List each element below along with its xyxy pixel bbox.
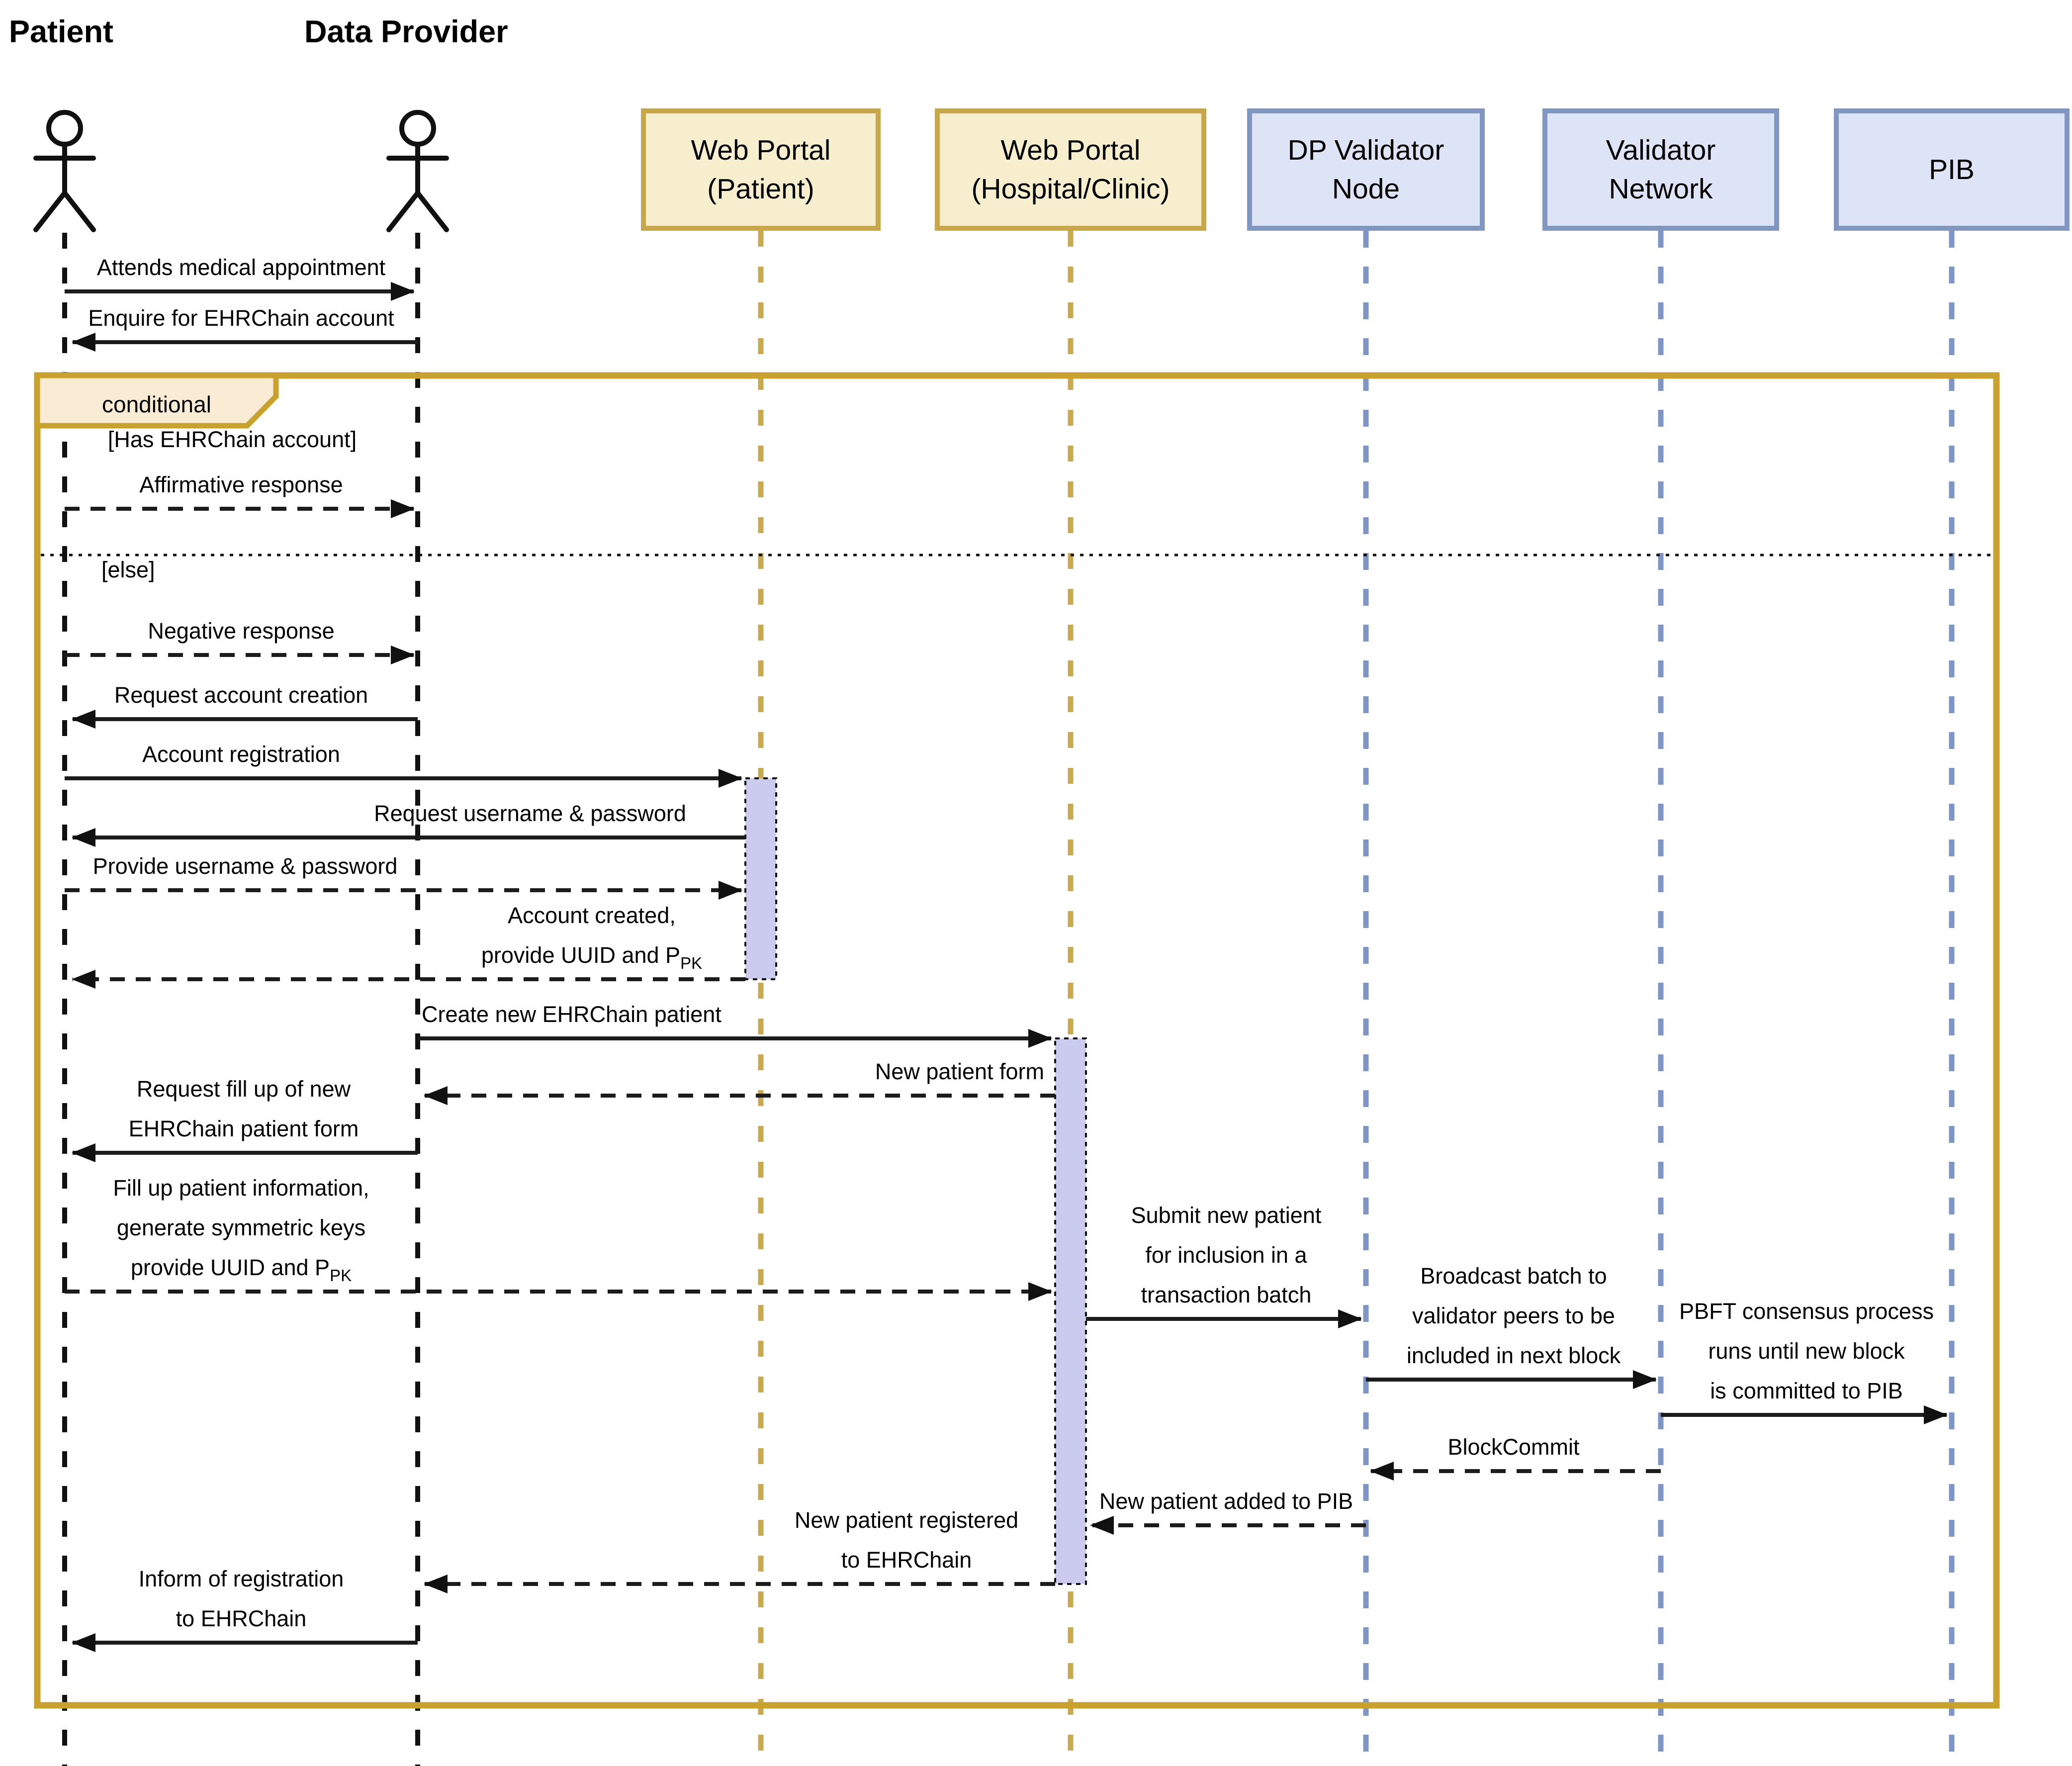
participant-web-portal-hospital: Web Portal (Hospital/Clinic) <box>935 108 1206 231</box>
message-label-fill-up: Fill up patient information, generate sy… <box>113 1175 369 1285</box>
message-label-new-patient-form: New patient form <box>875 1059 1044 1084</box>
message-label-affirmative: Affirmative response <box>139 472 343 497</box>
participant-validator-network: Validator Network <box>1542 108 1779 231</box>
participant-pib: PIB <box>1834 108 2070 231</box>
message-label-negative: Negative response <box>148 618 335 644</box>
actor-figure-data-provider <box>386 110 449 232</box>
participant-label: Validator <box>1606 134 1716 166</box>
message-label-request-account: Request account creation <box>114 682 368 708</box>
fragment-frame <box>34 372 2000 1709</box>
actor-figure-patient <box>33 110 96 232</box>
message-label-request-fill: Request fill up of new EHRChain patient … <box>128 1076 359 1141</box>
participant-web-portal-patient: Web Portal (Patient) <box>641 108 881 231</box>
participant-label: Network <box>1609 173 1713 205</box>
participant-dp-validator-node: DP Validator Node <box>1247 108 1485 231</box>
message-label-request-credentials: Request username & password <box>374 801 686 826</box>
participant-label: (Hospital/Clinic) <box>971 173 1170 205</box>
fragment-guard-if: [Has EHRChain account] <box>107 427 357 452</box>
message-label-broadcast: Broadcast batch to validator peers to be… <box>1406 1263 1621 1368</box>
fragment-operator-label: conditional <box>102 391 211 417</box>
message-label-patient-registered: New patient registered to EHRChain <box>794 1507 1019 1573</box>
actor-label-data-provider: Data Provider <box>304 14 508 49</box>
activation-web-portal-patient <box>744 777 777 980</box>
participant-label: Web Portal <box>691 134 831 166</box>
message-label-create-patient: Create new EHRChain patient <box>422 1002 721 1027</box>
activation-web-portal-hospital <box>1054 1037 1087 1585</box>
message-label-inform: Inform of registration to EHRChain <box>138 1566 344 1631</box>
message-label-provide-credentials: Provide username & password <box>92 853 398 879</box>
participant-label: PIB <box>1929 154 1975 186</box>
message-label-patient-added: New patient added to PIB <box>1099 1488 1353 1514</box>
participant-label: Web Portal <box>1000 134 1141 166</box>
message-label-account-created: Account created, provide UUID and PPK <box>481 903 703 972</box>
actor-label-patient: Patient <box>9 14 114 49</box>
participant-label: (Patient) <box>707 173 814 205</box>
message-label-block-commit: BlockCommit <box>1447 1434 1580 1460</box>
message-label-account-registration: Account registration <box>142 742 340 767</box>
message-label-submit-patient: Submit new patient for inclusion in a tr… <box>1131 1203 1322 1307</box>
message-label-attends: Attends medical appointment <box>96 255 386 280</box>
fragment-label-pentagon <box>34 372 279 429</box>
message-label-pbft: PBFT consensus process runs until new bl… <box>1679 1299 1934 1403</box>
participant-label: Node <box>1332 173 1400 205</box>
message-label-enquire: Enquire for EHRChain account <box>88 305 394 331</box>
participant-label: DP Validator <box>1287 134 1444 166</box>
fragment-guard-else: [else] <box>101 557 155 582</box>
